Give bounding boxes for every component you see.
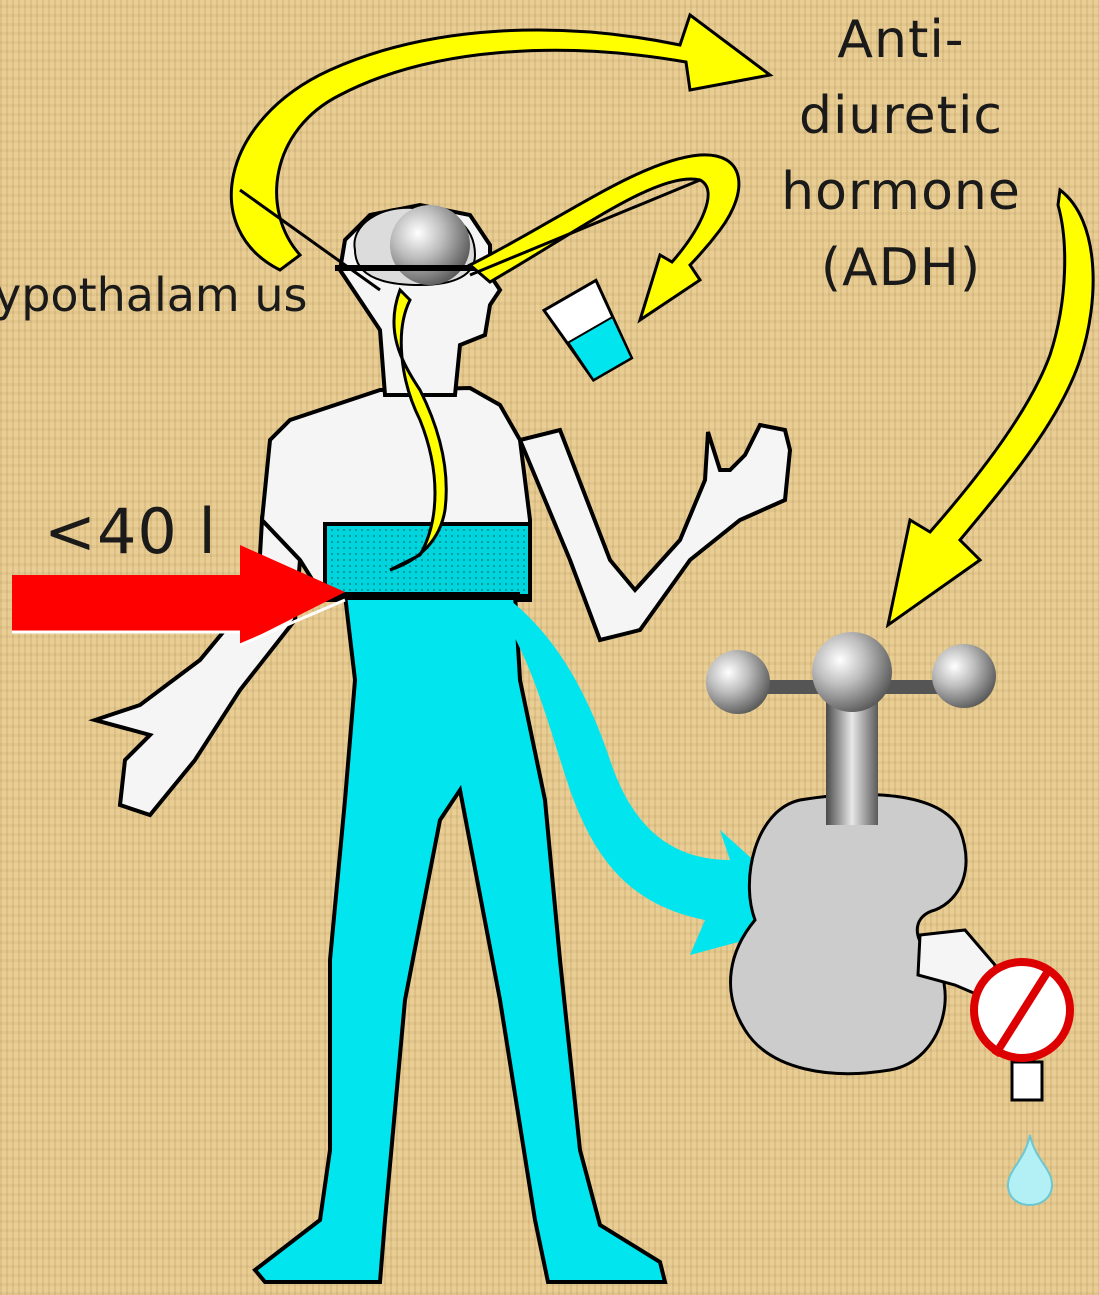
water-drop-icon <box>1008 1135 1052 1205</box>
faucet-handle-icon <box>706 632 996 825</box>
hormone-label-line4: (ADH) <box>770 230 1032 306</box>
water-glass-icon <box>544 280 638 384</box>
adh-release-arrow <box>231 15 770 270</box>
hormone-label-line2: diuretic <box>770 78 1032 154</box>
human-figure <box>95 205 790 1282</box>
stop-sign-icon <box>974 962 1070 1058</box>
hormone-label-line1: Anti- <box>770 2 1032 78</box>
hypothalamus-label: ypothalam us <box>0 268 307 322</box>
hormone-label: Anti- diuretic hormone (ADH) <box>770 2 1032 306</box>
volume-label: <40 l <box>44 495 217 568</box>
right-arm <box>520 425 790 640</box>
legs-fluid <box>255 595 665 1282</box>
hormone-label-line3: hormone <box>770 154 1032 230</box>
